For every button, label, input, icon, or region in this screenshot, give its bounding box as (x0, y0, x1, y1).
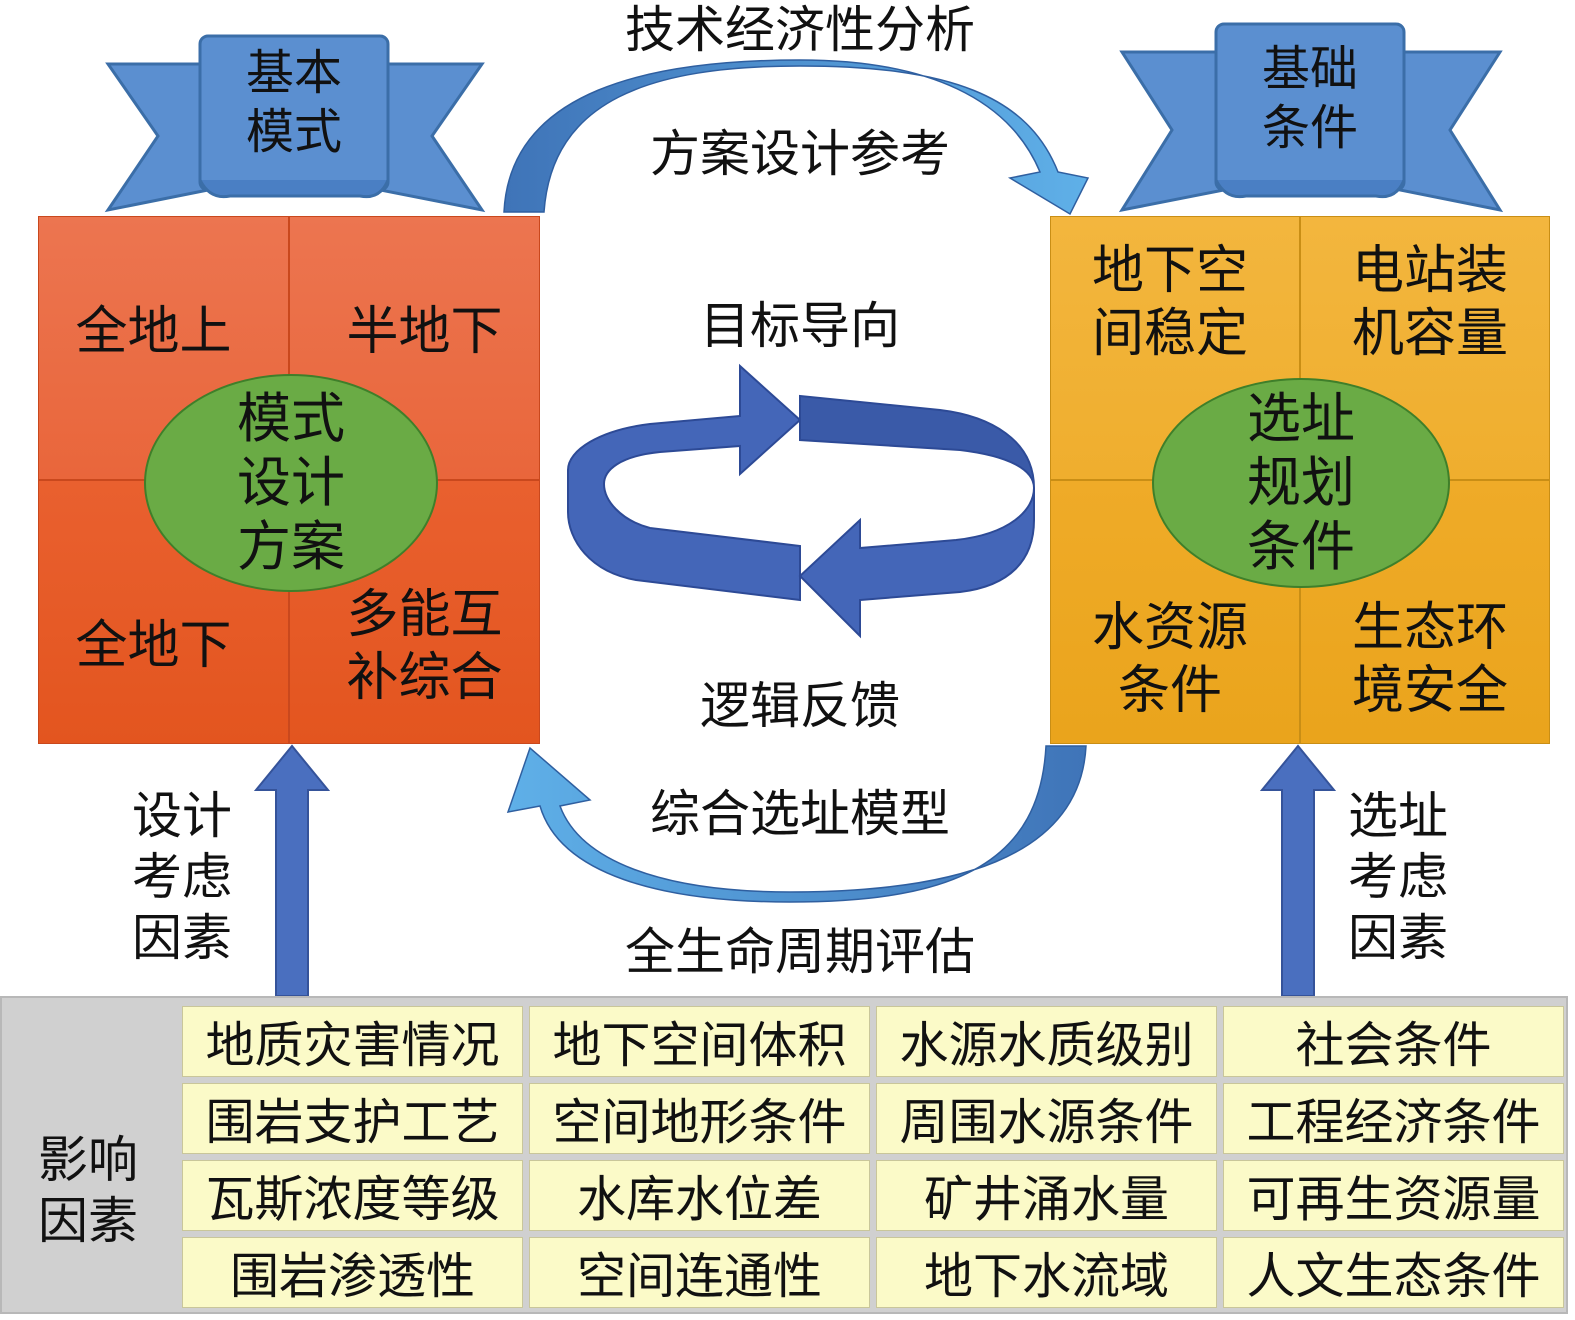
right-quad-top-left-label: 地下空 间稳定 (1091, 240, 1248, 364)
left-quad-bottom-left-label: 全地下 (75, 616, 232, 677)
factor-cell: 人文生态条件 (1223, 1237, 1564, 1308)
cycle-arrows (567, 363, 1035, 639)
left-mode-panel: 全地上 半地下 全地下 多能互 补综合 模式 设计 方案 (38, 216, 540, 744)
factor-panel: 地质灾害情况 地下空间体积 水源水质级别 社会条件 围岩支护工艺 空间地形条件 … (0, 996, 1568, 1314)
right-banner-ribbon (1118, 22, 1504, 213)
bottom-curved-arrow (506, 745, 1087, 903)
top-lower-label: 方案设计参考 (650, 125, 950, 183)
right-center-label: 选址 规划 条件 (1247, 387, 1355, 578)
factor-cell: 水源水质级别 (876, 1006, 1217, 1077)
left-quad-top-left-label: 全地上 (75, 302, 232, 363)
left-banner-label: 基本 模式 (245, 45, 342, 160)
factor-cell: 矿井涌水量 (876, 1160, 1217, 1231)
factor-cell: 地下水流域 (876, 1237, 1217, 1308)
bottom-lower-label: 全生命周期评估 (625, 923, 975, 981)
factor-cell: 可再生资源量 (1223, 1160, 1564, 1231)
factor-cell: 水库水位差 (529, 1160, 870, 1231)
right-side-label: 选址 考虑 因素 (1348, 787, 1448, 967)
factor-cell: 周围水源条件 (876, 1083, 1217, 1154)
right-center-ellipse: 选址 规划 条件 (1152, 378, 1450, 588)
right-quad-bottom-right-label: 生态环 境安全 (1351, 597, 1508, 721)
left-quad-top-right-label: 半地下 (346, 302, 503, 363)
left-banner-ribbon (104, 34, 486, 213)
factor-cell: 空间连通性 (529, 1237, 870, 1308)
factor-cell: 工程经济条件 (1223, 1083, 1564, 1154)
right-quad-bottom-left-label: 水资源 条件 (1091, 597, 1248, 721)
right-condition-panel: 地下空 间稳定 电站装 机容量 水资源 条件 生态环 境安全 选址 规划 条件 (1050, 216, 1550, 744)
factor-grid: 地质灾害情况 地下空间体积 水源水质级别 社会条件 围岩支护工艺 空间地形条件 … (182, 1006, 1564, 1308)
factor-cell: 社会条件 (1223, 1006, 1564, 1077)
factor-cell: 围岩渗透性 (182, 1237, 523, 1308)
factor-cell: 围岩支护工艺 (182, 1083, 523, 1154)
right-banner-label: 基础 条件 (1261, 41, 1358, 156)
factors-cylinder-label: 影响 因素 (38, 1131, 138, 1250)
factor-cell: 地下空间体积 (529, 1006, 870, 1077)
top-curved-arrow (503, 59, 1090, 216)
left-quad-bottom-right-label: 多能互 补综合 (346, 584, 503, 708)
right-quad-top-right-label: 电站装 机容量 (1351, 240, 1508, 364)
top-upper-label: 技术经济性分析 (625, 1, 975, 59)
center-goal-label: 目标导向 (700, 297, 900, 355)
factor-cell: 瓦斯浓度等级 (182, 1160, 523, 1231)
factor-cell: 空间地形条件 (529, 1083, 870, 1154)
left-center-ellipse: 模式 设计 方案 (144, 374, 438, 592)
left-center-label: 模式 设计 方案 (237, 387, 345, 578)
left-up-arrow (253, 744, 331, 997)
bottom-upper-label: 综合选址模型 (650, 785, 950, 843)
center-feedback-label: 逻辑反馈 (700, 677, 900, 735)
left-side-label: 设计 考虑 因素 (132, 787, 232, 967)
right-up-arrow (1259, 744, 1337, 997)
factor-cell: 地质灾害情况 (182, 1006, 523, 1077)
